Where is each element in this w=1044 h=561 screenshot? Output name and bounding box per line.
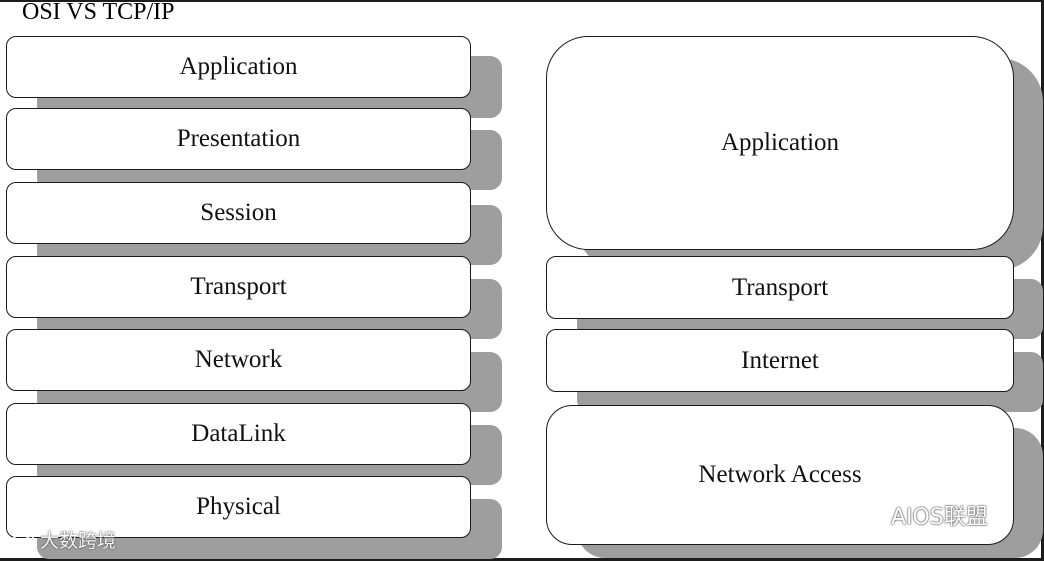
frame-right-border [1041,0,1044,561]
weibo-logo-icon [11,530,34,550]
osi-layer-application: Application [6,36,471,98]
wechat-logo-icon [851,501,886,527]
osi-layer-network: Network [6,329,471,391]
frame-bottom-border [0,558,1044,561]
watermark-right-text: AIOS联盟 [891,505,988,530]
osi-layer-datalink: DataLink [6,403,471,465]
osi-layer-physical: Physical [6,476,471,538]
watermark-left: 大数跨境 [10,526,116,553]
osi-layer-session: Session [6,182,471,244]
osi-layer-presentation: Presentation [6,108,471,170]
tcpip-layer-transport: Transport [546,256,1014,319]
diagram-title: OSI VS TCP/IP [22,0,175,25]
frame-top-border [0,0,1044,2]
watermark-right: AIOS联盟 [851,499,988,531]
tcpip-layer-network-access: Network Access [546,405,1014,545]
watermark-left-text: 大数跨境 [40,530,117,552]
tcpip-layer-internet: Internet [546,329,1014,392]
osi-layer-transport: Transport [6,256,471,318]
tcpip-layer-application: Application [546,36,1014,250]
